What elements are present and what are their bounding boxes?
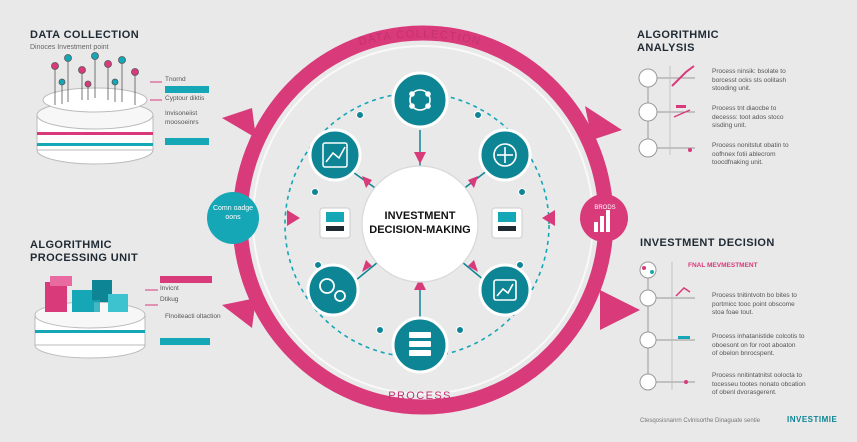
processing-bar-2 xyxy=(160,338,210,345)
ring-bottom-label: PROCESS xyxy=(388,390,452,402)
data-collection-connectors xyxy=(150,81,162,101)
right-data-box-icon xyxy=(491,207,523,239)
processing-label-3: Flnoiteacti oltaction xyxy=(165,313,221,320)
processing-unit-title-line1: ALGORITHMIC xyxy=(30,239,113,251)
data-collection-illustration xyxy=(36,87,154,165)
footer-note: Ctesqosisnanrn Cvinisorthe Dinaguate sen… xyxy=(640,418,761,424)
pink-arrowheads xyxy=(287,152,555,290)
data-label-3: Invisoneiist moosoeinrs xyxy=(165,110,199,126)
left-teal-badge xyxy=(207,192,259,244)
right-badge-text: BRODS xyxy=(594,205,616,211)
data-label-2: Cyptour diktis xyxy=(165,95,205,102)
bar-chart-icon xyxy=(594,210,610,232)
data-label-1: Tnornd xyxy=(165,76,186,83)
cycle-icon xyxy=(493,143,517,167)
processing-unit-illustration xyxy=(34,276,146,359)
analysis-title-line1: ALGORITHMIC xyxy=(637,29,720,41)
data-bar-2 xyxy=(165,138,209,145)
chart-network-icon xyxy=(322,142,348,168)
processing-label-1: Invicnt xyxy=(160,285,179,292)
inner-dashed-orbit xyxy=(284,92,550,358)
decision-flow xyxy=(639,261,695,391)
orbit-dots xyxy=(311,111,526,334)
data-collection-subtitle: Dinoces Investment point xyxy=(30,44,109,51)
left-badge-text: Comn oadge oons xyxy=(212,205,254,221)
footer-brand: INVESTIMIE xyxy=(787,415,838,424)
center-title-line2: DECISION-MAKING xyxy=(369,224,471,236)
processing-label-2: Dtikug xyxy=(160,296,179,303)
data-collection-title: DATA COLLECTION xyxy=(30,29,140,41)
left-data-box-icon xyxy=(319,207,351,239)
ring-arrow-left-bottom xyxy=(222,298,256,328)
chart-box-icon xyxy=(493,279,517,301)
analysis-title-line2: ANALYSIS xyxy=(637,42,695,54)
data-bar-1 xyxy=(165,86,209,93)
ring-arrow-left-top xyxy=(222,108,256,138)
network-icon xyxy=(409,89,431,111)
processing-unit-title-line2: PROCESSING UNIT xyxy=(30,252,139,264)
server-stack-icon xyxy=(409,332,431,356)
ring-arrow-right-bottom xyxy=(600,290,640,330)
data-point-pins xyxy=(51,52,139,105)
center-title-line1: INVESTMENT xyxy=(384,210,456,222)
processing-bar-1 xyxy=(160,276,212,283)
processing-connectors xyxy=(145,289,158,306)
gears-icon xyxy=(319,278,346,302)
decision-title: INVESTMENT DECISION xyxy=(640,237,775,249)
ring-arrow-right-top xyxy=(585,106,622,140)
decision-subtitle: FNAL MEVMESTMENT xyxy=(688,262,758,269)
center-circle xyxy=(361,165,479,283)
analysis-flow xyxy=(638,65,695,158)
